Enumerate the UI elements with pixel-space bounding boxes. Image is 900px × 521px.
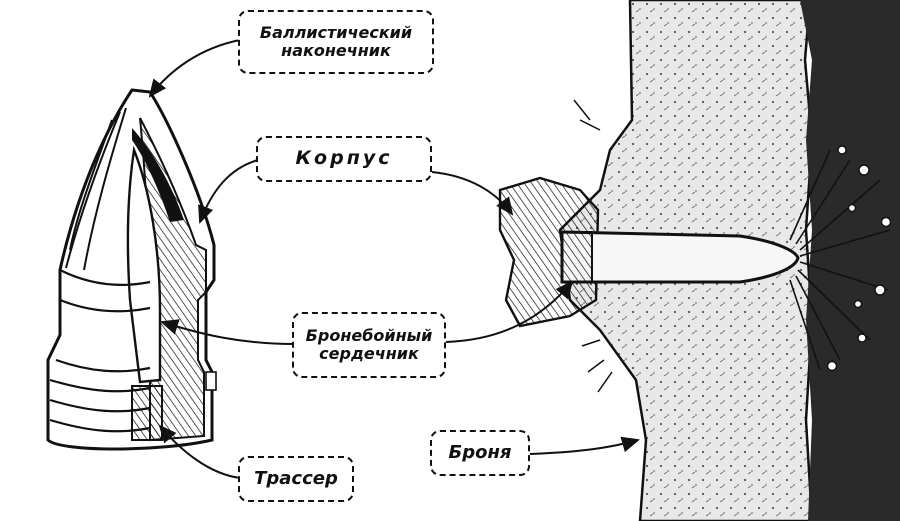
arrow-core-left <box>160 319 295 345</box>
label-body-text: Корпус <box>295 147 393 170</box>
label-ap-core-line2: сердечник <box>319 344 419 363</box>
label-ballistic-tip-line1: Баллистический <box>259 22 413 42</box>
leader-arrows <box>148 39 640 479</box>
tip-cavity <box>132 128 184 222</box>
label-tracer-text: Трассер <box>254 467 338 489</box>
penetrating-core <box>560 230 800 284</box>
arrow-body-left <box>198 159 259 224</box>
core-section <box>126 145 162 384</box>
arrow-tracer <box>158 424 241 479</box>
arrow-body-right <box>431 171 514 216</box>
armor-backface <box>800 0 900 521</box>
arrow-core-right <box>445 280 574 343</box>
label-ap-core: Бронебойный сердечник <box>292 312 446 378</box>
label-armor: Броня <box>430 430 530 476</box>
tracer-pocket <box>131 385 163 441</box>
crushed-jacket <box>498 176 600 328</box>
label-ballistic-tip-line2: наконечник <box>281 41 391 60</box>
label-tracer: Трассер <box>238 456 354 502</box>
arrow-armor <box>529 436 640 455</box>
arrow-tip <box>148 39 241 98</box>
label-ballistic-tip: Баллистический наконечник <box>238 10 434 74</box>
armor-scene <box>498 0 900 521</box>
label-armor-text: Броня <box>448 441 512 463</box>
bullet-cutaway <box>46 88 217 451</box>
label-ap-core-line1: Бронебойный <box>305 325 433 345</box>
label-body: Корпус <box>256 136 432 182</box>
